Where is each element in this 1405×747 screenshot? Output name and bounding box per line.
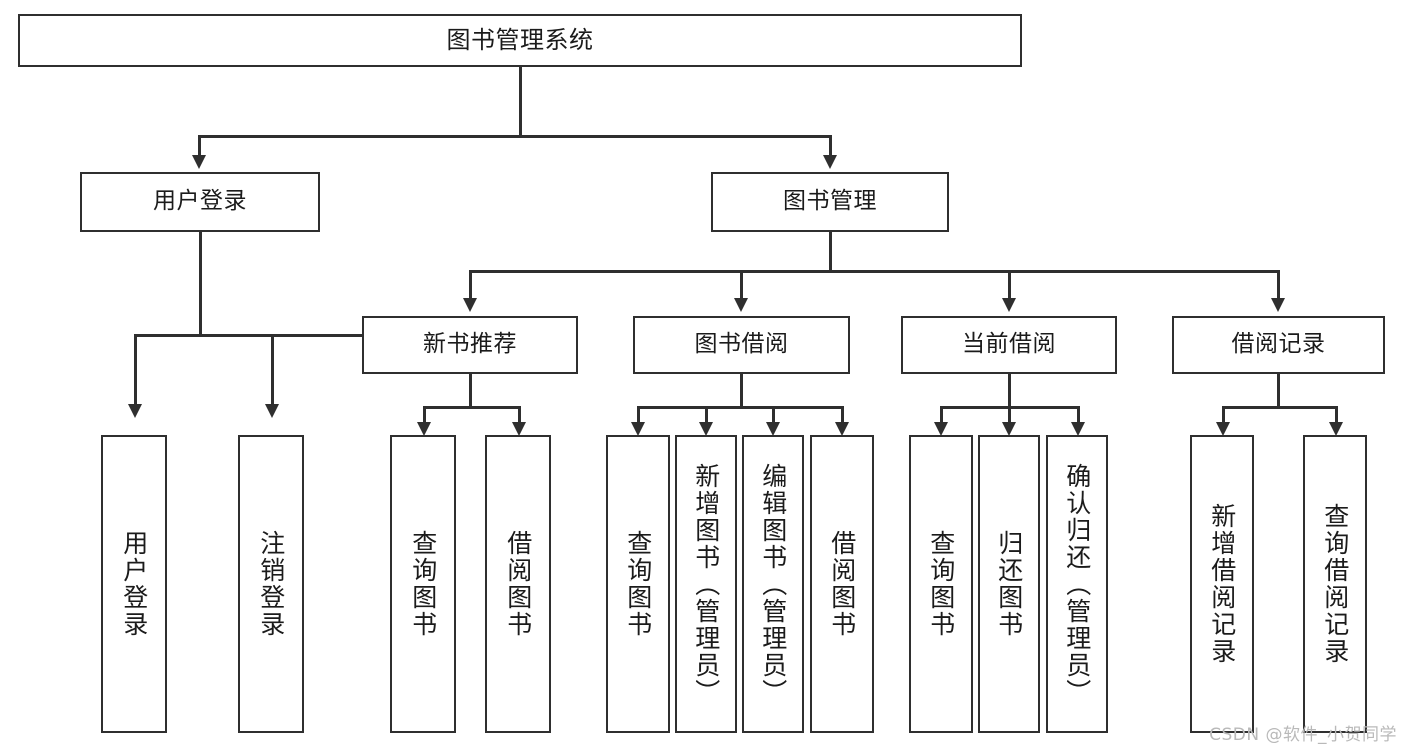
- connector-book-borrow-to-leaf-4: [841, 406, 844, 424]
- node-leaf-add-record[interactable]: 新增借阅记录: [1190, 435, 1254, 733]
- node-leaf-confirm-return[interactable]: 确认归还（管理员）: [1046, 435, 1108, 733]
- node-label: 查询图书: [926, 530, 956, 638]
- node-label: 借阅记录: [1231, 331, 1326, 358]
- arrow-book-borrow-to-leaf-1: [631, 422, 645, 436]
- arrow-book-borrow-to-leaf-3: [766, 422, 780, 436]
- node-leaf-add-book[interactable]: 新增图书（管理员）: [675, 435, 737, 733]
- node-label: 借阅图书: [503, 530, 533, 638]
- connector-book-manage-to-current: [1008, 270, 1011, 300]
- connector-root-bar: [198, 135, 831, 138]
- connector-root-to-user-login: [198, 135, 201, 157]
- node-borrow-record[interactable]: 借阅记录: [1172, 316, 1385, 374]
- connector-book-manage-to-record: [1277, 270, 1280, 300]
- node-label: 借阅图书: [827, 530, 857, 638]
- connector-new-book-to-leaf-2: [518, 406, 521, 424]
- node-book-borrow[interactable]: 图书借阅: [633, 316, 850, 374]
- connector-borrow-record-to-leaf-1: [1222, 406, 1225, 424]
- arrow-book-manage-to-new-book: [463, 298, 477, 312]
- arrow-root-to-user-login: [192, 155, 206, 169]
- node-label: 新增图书（管理员）: [691, 462, 721, 706]
- node-label: 查询借阅记录: [1320, 503, 1350, 665]
- arrow-borrow-record-to-leaf-1: [1216, 422, 1230, 436]
- connector-new-book-to-leaf-1: [423, 406, 426, 424]
- node-label: 查询图书: [408, 530, 438, 638]
- connector-current-borrow-to-leaf-3: [1077, 406, 1080, 424]
- node-leaf-edit-book[interactable]: 编辑图书（管理员）: [742, 435, 804, 733]
- arrow-borrow-record-to-leaf-2: [1329, 422, 1343, 436]
- connector-current-borrow-to-leaf-1: [940, 406, 943, 424]
- connector-borrow-record-to-leaf-2: [1335, 406, 1338, 424]
- node-leaf-logout[interactable]: 注销登录: [238, 435, 304, 733]
- arrow-user-login-to-leaf-1: [128, 404, 142, 418]
- node-label: 编辑图书（管理员）: [758, 462, 788, 706]
- arrow-book-borrow-to-leaf-4: [835, 422, 849, 436]
- node-root-system[interactable]: 图书管理系统: [18, 14, 1022, 67]
- node-label: 图书管理系统: [446, 26, 594, 55]
- connector-book-borrow-bar: [637, 406, 841, 409]
- arrow-book-manage-to-borrow: [734, 298, 748, 312]
- node-leaf-query-record[interactable]: 查询借阅记录: [1303, 435, 1367, 733]
- arrow-root-to-book-manage: [823, 155, 837, 169]
- node-label: 新书推荐: [423, 331, 517, 358]
- connector-user-login-bar: [134, 334, 538, 337]
- node-leaf-user-login[interactable]: 用户登录: [101, 435, 167, 733]
- connector-new-book-stem: [469, 374, 472, 408]
- arrow-current-borrow-to-leaf-1: [934, 422, 948, 436]
- connector-book-borrow-stem: [740, 374, 743, 408]
- connector-borrow-record-stem: [1277, 374, 1280, 408]
- node-label: 确认归还（管理员）: [1062, 462, 1092, 706]
- arrow-user-login-to-leaf-2: [265, 404, 279, 418]
- connector-book-manage-stem: [829, 232, 832, 272]
- node-current-borrow[interactable]: 当前借阅: [901, 316, 1117, 374]
- arrow-current-borrow-to-leaf-3: [1071, 422, 1085, 436]
- connector-book-manage-to-borrow: [740, 270, 743, 300]
- arrow-new-book-to-leaf-2: [512, 422, 526, 436]
- connector-book-manage-to-new-book: [469, 270, 472, 300]
- arrow-book-manage-to-current: [1002, 298, 1016, 312]
- connector-current-borrow-to-leaf-2: [1008, 406, 1011, 424]
- node-label: 用户登录: [153, 188, 247, 215]
- node-leaf-query-book-3[interactable]: 查询图书: [909, 435, 973, 733]
- node-user-login[interactable]: 用户登录: [80, 172, 320, 232]
- arrow-book-borrow-to-leaf-2: [699, 422, 713, 436]
- node-leaf-query-book-1[interactable]: 查询图书: [390, 435, 456, 733]
- node-label: 查询图书: [623, 530, 653, 638]
- connector-book-borrow-to-leaf-2: [705, 406, 708, 424]
- node-label: 当前借阅: [962, 331, 1056, 358]
- connector-book-manage-bar: [469, 270, 1279, 273]
- node-label: 注销登录: [256, 530, 286, 638]
- connector-root-to-book-manage: [829, 135, 832, 157]
- node-new-book-recommend[interactable]: 新书推荐: [362, 316, 578, 374]
- arrow-new-book-to-leaf-1: [417, 422, 431, 436]
- csdn-watermark: CSDN @软件_小贺同学: [1209, 725, 1397, 745]
- node-leaf-query-book-2[interactable]: 查询图书: [606, 435, 670, 733]
- connector-borrow-record-bar: [1222, 406, 1335, 409]
- connector-book-borrow-to-leaf-3: [772, 406, 775, 424]
- node-leaf-borrow-book-1[interactable]: 借阅图书: [485, 435, 551, 733]
- node-label: 新增借阅记录: [1207, 503, 1237, 665]
- node-leaf-borrow-book-2[interactable]: 借阅图书: [810, 435, 874, 733]
- connector-root-stem: [519, 67, 522, 137]
- node-leaf-return-book[interactable]: 归还图书: [978, 435, 1040, 733]
- node-label: 归还图书: [994, 530, 1024, 638]
- node-label: 图书借阅: [694, 331, 789, 358]
- connector-user-login-stem: [199, 232, 202, 336]
- arrow-current-borrow-to-leaf-2: [1002, 422, 1016, 436]
- connector-current-borrow-stem: [1008, 374, 1011, 408]
- connector-user-login-to-leaf-2: [271, 334, 274, 406]
- connector-user-login-to-leaf-1: [134, 334, 137, 406]
- arrow-book-manage-to-record: [1271, 298, 1285, 312]
- node-label: 图书管理: [783, 188, 877, 215]
- node-book-manage[interactable]: 图书管理: [711, 172, 949, 232]
- node-label: 用户登录: [119, 530, 149, 638]
- connector-book-borrow-to-leaf-1: [637, 406, 640, 424]
- connector-new-book-bar: [423, 406, 518, 409]
